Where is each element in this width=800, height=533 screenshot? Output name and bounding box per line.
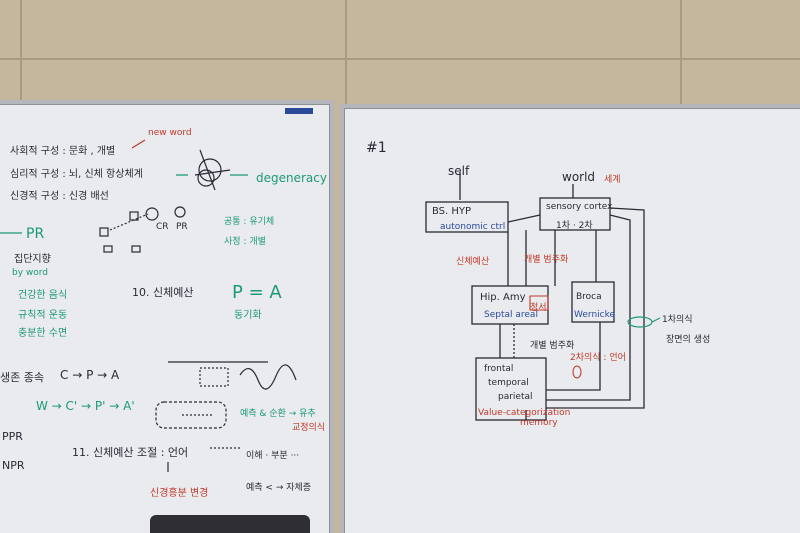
temporal-label: temporal [488, 378, 529, 388]
emotion-note: 정서 [530, 303, 547, 313]
health-food: 건강한 음식 [18, 290, 68, 301]
body-budget-signal: 신체예산 [456, 257, 490, 267]
survival-dependency: 생존 종속 [0, 371, 44, 384]
broca-label: Broca [576, 292, 602, 302]
new-word-note: new word [148, 128, 192, 138]
item-11-language: 11. 신체예산 조절 : 언어 [72, 446, 189, 459]
sensory-sub-label: 1차 · 2차 [556, 221, 593, 231]
prediction-self: 예측 < → 자체증 [246, 483, 312, 493]
pr-label: PR [26, 226, 45, 242]
body-budget-item: 10. 신체예산 [132, 286, 194, 299]
value-categorization-label: Value-categorization [478, 408, 571, 418]
w-c-p-a-chain: W → C' → P' → A' [36, 399, 135, 413]
hip-amy-label: Hip. Amy [480, 292, 526, 303]
neural-construct: 신경적 구성 : 신경 배선 [10, 191, 109, 202]
ppr-label: PPR [2, 430, 23, 443]
degeneracy-label: degeneracy [256, 171, 327, 185]
individual-categorization-2: 개별 범주화 [530, 341, 575, 351]
septal-area-label: Septal areal [484, 310, 538, 320]
prediction-cycle: 예측 & 순환 → 유추 [240, 409, 316, 419]
npr-label: NPR [2, 459, 25, 472]
left-whiteboard [0, 100, 334, 533]
wall-tile-seam [680, 0, 682, 110]
wernicke-label: Wernicke [574, 310, 616, 320]
parietal-label: parietal [498, 392, 533, 402]
diagram-number: #1 [366, 140, 387, 156]
frontal-label: frontal [484, 364, 514, 374]
c-p-a-chain: C → P → A [60, 368, 120, 382]
common-organism: 공통 : 유기체 [224, 217, 275, 227]
scene-generation-label: 장면의 생성 [666, 335, 711, 345]
cr-label: CR [156, 222, 169, 232]
correction-note: 교정의식 [292, 423, 326, 433]
regular-exercise: 규칙적 운동 [18, 310, 68, 321]
individual-categorization: 개별 범주화 [524, 255, 569, 265]
foreground-object [150, 515, 310, 533]
by-word-note: by word [12, 268, 49, 278]
world-sub-label: 세계 [604, 175, 621, 185]
board-label-sticker [285, 108, 313, 114]
bs-hyp-box-label: BS. HYP [432, 206, 472, 217]
enough-sleep: 충분한 수면 [18, 328, 68, 339]
sensory-cortex-label: sensory cortex [546, 202, 613, 212]
world-label: world [562, 170, 596, 184]
autonomic-ctrl-label: autonomic ctrl [440, 222, 506, 232]
wall-tile-seam [345, 0, 347, 110]
psych-construct: 심리적 구성 : 뇌, 신체 항상체계 [10, 169, 143, 180]
self-label: self [448, 164, 470, 178]
social-construct: 사회적 구성 : 문화 , 개별 [10, 146, 116, 157]
neural-excitation-change: 신경흥분 변경 [150, 488, 209, 499]
primary-consciousness-label: 1차의식 [662, 315, 693, 325]
right-whiteboard [340, 104, 800, 533]
wall-tile-seam [20, 0, 22, 110]
secondary-consciousness-language: 2차의식 : 언어 [570, 353, 626, 363]
private-individual: 사정 : 개별 [224, 237, 266, 247]
memory-label: memory [520, 418, 558, 428]
wall-tile-seam [0, 58, 800, 60]
group-oriented: 집단지향 [14, 254, 51, 265]
item-11-sub: 이해 · 부분 ··· [246, 451, 300, 461]
pr-small-label: PR [176, 222, 188, 232]
synchronization: 동기화 [234, 310, 262, 321]
p-equals-a: P = A [232, 282, 282, 303]
